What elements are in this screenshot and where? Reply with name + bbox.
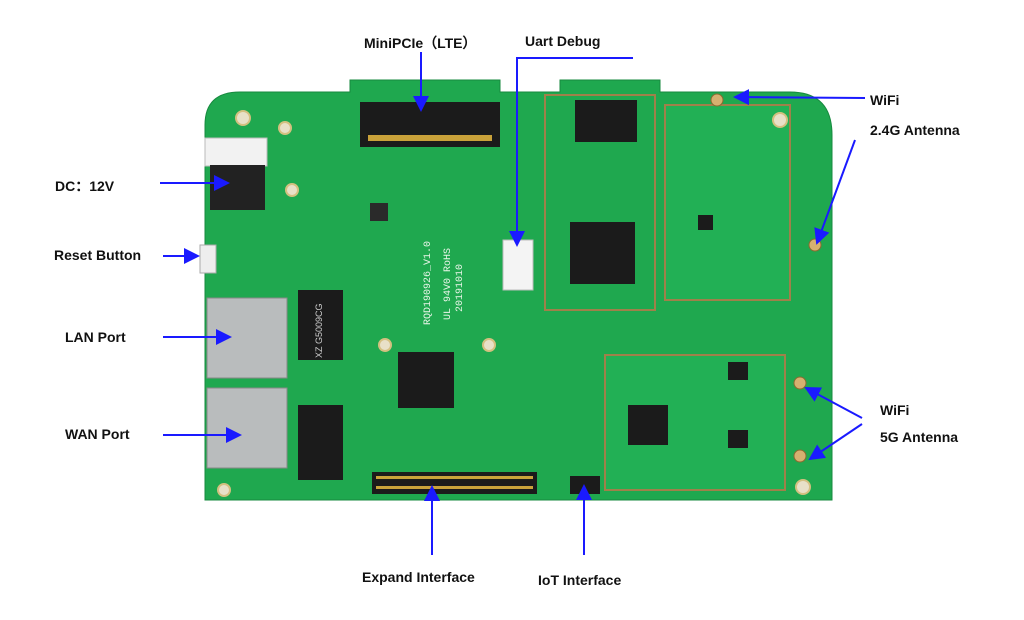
wifi5-shield xyxy=(604,354,786,491)
silk-model: RQD190926_V1.0 xyxy=(423,241,434,325)
uart-connector xyxy=(502,239,534,291)
wifi5-chip xyxy=(628,405,668,445)
arrow-wifi5-b xyxy=(808,423,863,461)
wifi24-shield xyxy=(664,104,791,301)
label-expand: Expand Interface xyxy=(362,569,475,585)
silk-date: 20191010 xyxy=(455,264,466,312)
label-wan: WAN Port xyxy=(65,426,130,442)
memory-chip xyxy=(575,100,637,142)
arrow-wifi5-a xyxy=(804,387,863,419)
switch-chip xyxy=(398,352,454,408)
dc-jack xyxy=(210,165,265,210)
mounting-holes xyxy=(217,110,811,497)
label-wifi24-line1: WiFi xyxy=(870,92,900,108)
reset-button xyxy=(199,244,217,274)
label-uart: Uart Debug xyxy=(525,33,601,49)
wan-transformer xyxy=(298,405,343,480)
label-wifi5-line2: 5G Antenna xyxy=(880,429,959,445)
label-reset: Reset Button xyxy=(54,247,142,263)
label-lan: LAN Port xyxy=(65,329,126,345)
wan-port xyxy=(206,387,288,469)
label-iot: IoT Interface xyxy=(538,572,622,588)
arrows xyxy=(160,52,866,555)
lan-transformer xyxy=(298,290,343,360)
expand-header xyxy=(372,472,537,494)
label-wifi24-line2: 2.4G Antenna xyxy=(870,122,960,138)
silk-transformer: XZ G5009CG xyxy=(314,303,324,358)
arrow-wifi24-a xyxy=(733,89,866,106)
silk-cert: UL 94V0 RoHS xyxy=(443,248,454,320)
power-connector xyxy=(204,137,268,167)
label-wifi5-line1: WiFi xyxy=(880,402,910,418)
arrow-wifi24-b xyxy=(814,139,856,245)
antenna-connectors xyxy=(710,93,822,463)
soc-chip xyxy=(570,222,635,284)
label-minipcie: MiniPCIe（LTE） xyxy=(364,35,477,51)
rf-shield-outline xyxy=(544,94,656,311)
label-dc: DC：12V xyxy=(55,178,115,194)
arrow-uart xyxy=(509,57,633,247)
